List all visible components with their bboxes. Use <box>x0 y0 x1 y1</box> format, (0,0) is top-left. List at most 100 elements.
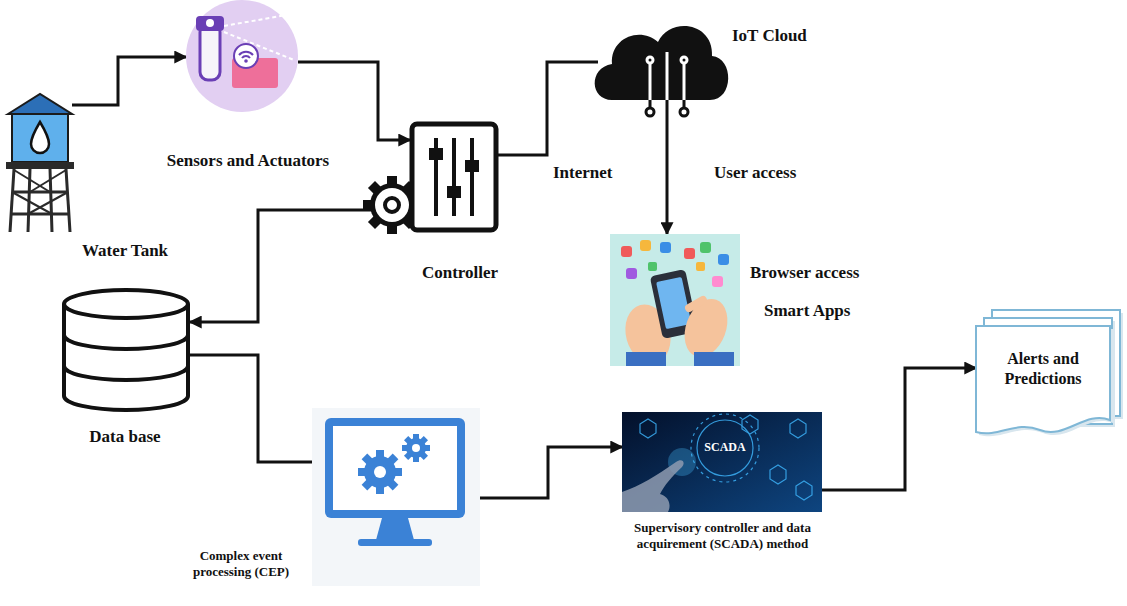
text-slot: Data base <box>55 426 195 447</box>
edge-label: User access <box>712 162 798 183</box>
database-node: Data base <box>62 288 190 412</box>
connector-arrow <box>822 368 976 490</box>
document-stack-illustration-part <box>976 326 1110 433</box>
scada-illustration-part-part <box>790 419 806 438</box>
controller-node: Controller <box>410 122 498 232</box>
sensor-node: Sensors and Actuators <box>186 0 298 112</box>
sensor-illustration-part <box>200 24 220 80</box>
monitor-illustration-part-part <box>364 456 396 488</box>
smart-apps-illustration-part <box>684 295 709 314</box>
smart-apps-illustration-part <box>684 248 695 259</box>
document-node: Alerts and Predictions <box>976 326 1110 424</box>
cloud-illustration-part-part <box>647 57 653 63</box>
smart-apps-illustration-part <box>694 352 734 366</box>
controller-illustration-part <box>429 148 443 160</box>
text-slot: IoT Cloud <box>732 25 852 46</box>
smart-apps-illustration-part <box>700 242 711 253</box>
water-tank-illustration-part-part <box>14 170 50 192</box>
water-tank-illustration-part-part <box>10 169 14 232</box>
sensor-illustration-part <box>196 16 224 31</box>
monitor-illustration-part <box>376 518 414 540</box>
water-tank-illustration-part <box>31 122 49 153</box>
sensor-illustration <box>186 0 298 112</box>
monitor-illustration-part <box>402 434 430 462</box>
controller-illustration-part <box>412 124 496 230</box>
node-label: Water Tank <box>55 240 195 261</box>
cloud-node: IoT Cloud <box>598 22 722 118</box>
node-label: Complex event processing (CEP) <box>180 548 302 581</box>
document-stack-illustration <box>976 310 1123 436</box>
smart-apps-illustration-part <box>621 246 632 257</box>
scada-illustration-part-part <box>770 465 786 484</box>
smart-apps-illustration-part <box>718 254 729 265</box>
smart-apps-illustration-part <box>640 240 651 251</box>
scada-illustration-part <box>640 414 812 500</box>
controller-illustration-part-part <box>452 138 456 216</box>
water-tank-illustration-part-part <box>28 192 68 214</box>
scada-node: SCADASupervisory controller and data acq… <box>622 412 822 512</box>
node-label: Sensors and Actuators <box>138 150 358 171</box>
smart-apps-illustration-part <box>626 268 637 279</box>
database-illustration <box>64 290 188 410</box>
smart-apps-illustration-part <box>626 352 666 366</box>
cloud-illustration-part-part <box>666 52 669 100</box>
connector-arrow <box>298 62 410 140</box>
cloud-illustration-part-part <box>683 62 686 100</box>
monitor-illustration-part-part <box>412 444 420 452</box>
text-slot: Complex event processing (CEP) <box>180 548 302 581</box>
connector-arrow <box>190 355 325 462</box>
controller-illustration-part-part <box>375 188 409 222</box>
sensor-illustration-part <box>239 52 253 55</box>
app-node: Browser accessSmart Apps <box>610 234 740 366</box>
database-illustration-part <box>64 366 188 380</box>
text-slot: Browser access <box>750 262 930 283</box>
water-tank-illustration-part-part <box>66 169 70 232</box>
monitor-illustration-part <box>358 539 432 546</box>
monitor-illustration-part-part <box>406 438 426 458</box>
smart-apps-illustration <box>610 234 740 369</box>
node-label: Data base <box>55 426 195 447</box>
text-slot: Water Tank <box>55 240 195 261</box>
node-label: Alerts and Predictions <box>988 349 1098 389</box>
water-tank-illustration-part-part <box>11 213 69 216</box>
connector-arrow <box>465 447 622 498</box>
scada-illustration-part-part <box>796 481 812 500</box>
text-slot: Supervisory controller and data acquirem… <box>630 520 815 553</box>
scada-illustration-part-part <box>742 415 758 434</box>
controller-illustration-part-part <box>370 183 414 227</box>
controller-illustration <box>363 124 496 234</box>
monitor-illustration <box>312 408 480 586</box>
text-slot: SCADA <box>690 440 760 455</box>
connector-arrow <box>666 118 669 234</box>
scada-illustration-part-part <box>640 419 656 438</box>
monitor-illustration-part-part <box>362 454 399 491</box>
water-tank-illustration-part <box>8 94 72 114</box>
cloud-illustration-part <box>646 100 688 118</box>
monitor-illustration-part <box>312 408 480 586</box>
tank-node: Water Tank <box>8 94 72 234</box>
water-tank-illustration-part <box>6 162 74 169</box>
water-tank-illustration-part <box>10 169 70 232</box>
cloud-illustration-part-part <box>649 62 652 100</box>
cloud-illustration-part-part <box>666 100 669 118</box>
sensor-illustration-part <box>244 59 248 63</box>
node-label: Smart Apps <box>764 300 904 321</box>
text-slot: Smart Apps <box>764 300 904 321</box>
controller-illustration-part-part <box>368 181 416 229</box>
water-tank-illustration <box>6 94 74 232</box>
smart-apps-illustration-part <box>648 262 657 271</box>
scada-illustration-part-part <box>691 414 759 482</box>
smart-apps-illustration-part <box>656 277 691 329</box>
database-illustration-part <box>64 335 188 349</box>
monitor-illustration-part <box>333 426 457 510</box>
smart-apps-illustration-part <box>712 276 723 287</box>
sensor-illustration-part <box>186 0 298 112</box>
edge-label: Internet <box>551 162 614 183</box>
text-slot: Alerts and Predictions <box>988 349 1098 389</box>
cep-node: Complex event processing (CEP) <box>325 418 465 518</box>
smart-apps-illustration-part <box>696 262 705 271</box>
sensor-illustration-part <box>206 19 214 27</box>
controller-illustration-part-part <box>368 181 416 229</box>
